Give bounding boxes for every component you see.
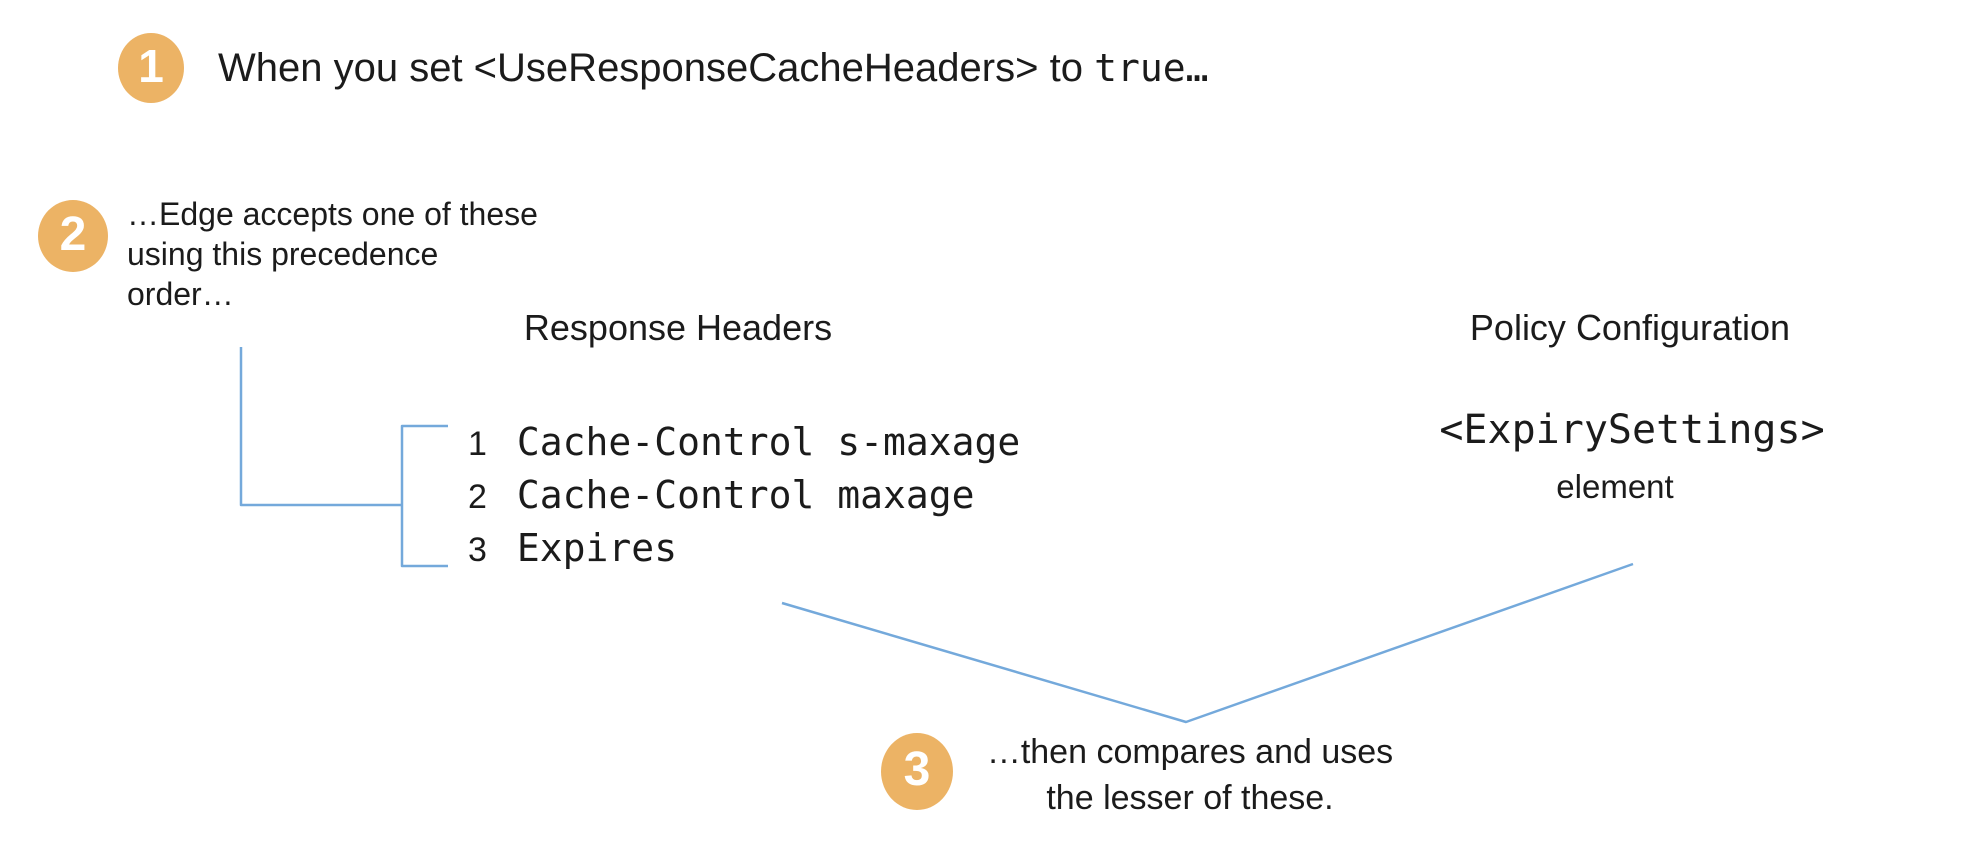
precedence-header: Expires [516,526,678,570]
step-3-caption-line: …then compares and uses [986,733,1394,771]
precedence-rank: 3 [468,531,487,569]
step-1-caption-code: true… [1094,46,1209,90]
step-2-badge: 2 [38,200,108,272]
precedence-header: Cache-Control s-maxage [516,420,1021,464]
step-3-badge: 3 [881,733,953,810]
expiry-settings-label: element [1556,468,1674,505]
precedence-rank: 2 [468,478,487,516]
precedence-item-1: 1 Cache-Control s-maxage [468,420,1020,466]
precedence-item-3: 3 Expires [468,526,677,572]
step-2-number: 2 [59,207,87,261]
step-3-number: 3 [903,743,931,796]
step-1-number: 1 [138,40,164,92]
step2-connector-line [239,347,402,507]
step-1-badge: 1 [118,33,184,103]
precedence-header: Cache-Control maxage [516,473,975,517]
precedence-item-2: 2 Cache-Control maxage [468,473,974,519]
step-2-caption: …Edge accepts one of these using this pr… [127,194,538,314]
response-headers-title: Response Headers [523,307,833,348]
step-3-caption-line: the lesser of these. [1046,779,1334,817]
expiry-settings-code: <ExpirySettings> [1439,407,1825,453]
step-2-caption-line: using this precedence [127,236,439,272]
comparison-v-line [781,562,1634,724]
precedence-bracket [400,424,448,568]
step-2-caption-line: order… [127,276,234,312]
step-3-caption: …then compares and uses the lesser of th… [985,729,1395,821]
policy-configuration-title: Policy Configuration [1469,307,1791,348]
precedence-rank: 1 [468,425,487,463]
step-1-caption-text: When you set <UseResponseCacheHeaders> t… [218,46,1095,90]
step-2-caption-line: …Edge accepts one of these [127,196,538,232]
step-1-caption: When you set <UseResponseCacheHeaders> t… [218,43,1208,93]
